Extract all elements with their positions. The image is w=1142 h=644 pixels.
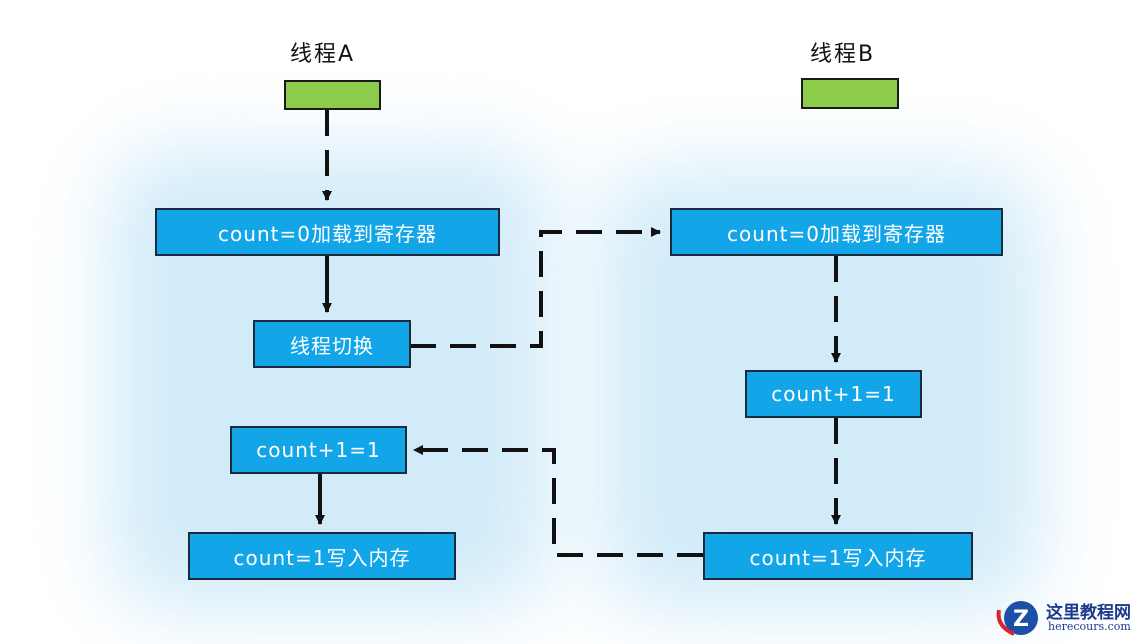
edge-b-write-to-a-incr (413, 445, 703, 557)
thread-a-bar (284, 80, 381, 110)
watermark-logo: Z 这里教程网 herecours.com (994, 596, 1142, 640)
watermark-domain: herecours.com (1048, 620, 1131, 633)
node-a-load: count=0加载到寄存器 (155, 208, 500, 256)
node-a-switch: 线程切换 (253, 320, 411, 368)
node-b-incr: count+1=1 (745, 370, 922, 418)
watermark-name: 这里教程网 (1046, 603, 1131, 623)
edge-switch-to-b-load (410, 227, 661, 348)
thread-b-title: 线程B (810, 42, 876, 67)
thread-b-bar (801, 78, 899, 109)
node-a-incr: count+1=1 (230, 426, 407, 474)
logo-z-icon: Z (996, 601, 1038, 636)
node-a-write: count=1写入内存 (188, 532, 456, 580)
thread-a-title: 线程A (290, 42, 356, 67)
node-b-write: count=1写入内存 (703, 532, 973, 580)
svg-text:Z: Z (1013, 607, 1029, 632)
node-b-load: count=0加载到寄存器 (670, 208, 1003, 256)
